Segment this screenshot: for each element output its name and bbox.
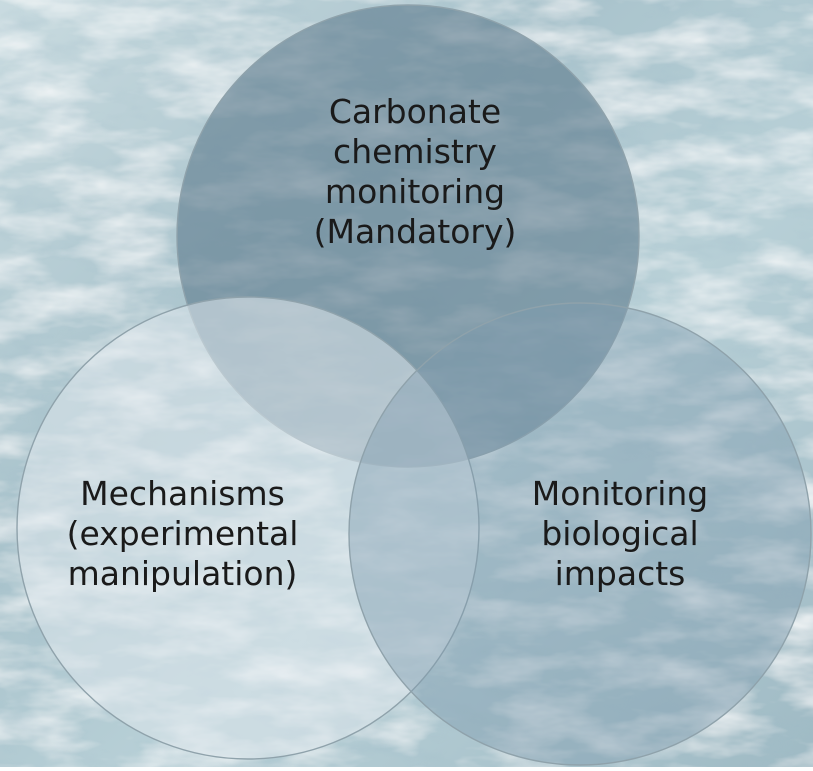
label-line: (Mandatory)	[313, 212, 517, 251]
label-line: impacts	[554, 554, 686, 593]
label-line: biological	[541, 514, 699, 553]
label-line: (experimental	[66, 514, 299, 553]
venn-label-top: Carbonate chemistry monitoring (Mandator…	[240, 92, 590, 252]
label-line: monitoring	[324, 172, 506, 211]
venn-circle-left	[16, 296, 480, 760]
label-line: Monitoring	[531, 474, 709, 513]
label-line: Mechanisms	[80, 474, 285, 513]
label-line: manipulation)	[67, 554, 298, 593]
venn-label-left: Mechanisms (experimental manipulation)	[15, 474, 350, 594]
label-line: chemistry	[333, 132, 497, 171]
venn-label-right: Monitoring biological impacts	[470, 474, 770, 594]
label-line: Carbonate	[328, 92, 502, 131]
venn-circle-right	[348, 302, 812, 766]
